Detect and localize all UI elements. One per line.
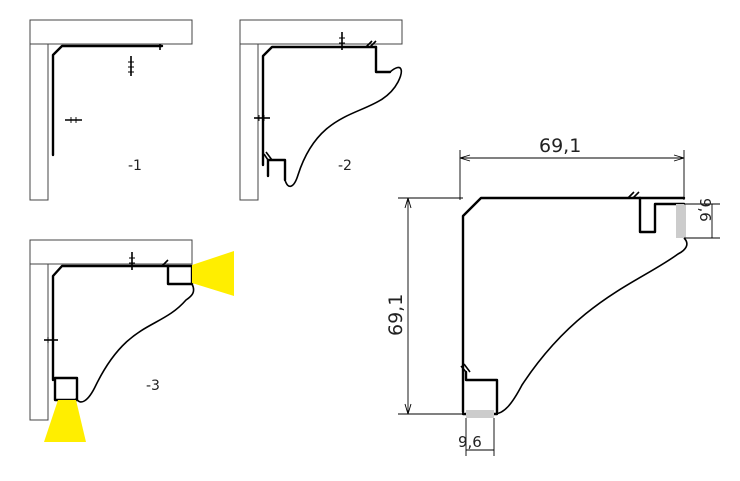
step-3-label: -3 bbox=[146, 378, 160, 394]
screw-icon bbox=[128, 56, 134, 76]
diffuser-top bbox=[676, 204, 686, 238]
brick-wall-corner bbox=[239, 19, 403, 201]
profile-with-cover bbox=[51, 259, 195, 403]
brick-wall-corner bbox=[29, 19, 193, 201]
step-2-label: -2 bbox=[338, 158, 352, 174]
profile-cross-section bbox=[460, 191, 688, 418]
height-dimension: 69,1 bbox=[385, 197, 463, 415]
height-dimension-label: 69,1 bbox=[385, 294, 407, 336]
diffuser-bottom bbox=[466, 410, 494, 418]
screw-icon bbox=[65, 117, 82, 123]
channel-width-label: 9,6 bbox=[458, 433, 482, 451]
step-2-view: -2 bbox=[239, 19, 403, 201]
screw-icon bbox=[129, 252, 135, 270]
channel-height-label: 9,6 bbox=[696, 198, 714, 222]
step-3-view: -3 bbox=[29, 239, 234, 442]
channel-width-dimension: 9,6 bbox=[458, 418, 495, 456]
step-1-view: -1 bbox=[29, 19, 193, 201]
light-beam-bottom bbox=[44, 400, 86, 442]
profile-with-cover bbox=[261, 40, 403, 188]
mounting-bracket bbox=[51, 44, 164, 157]
step-1-label: -1 bbox=[128, 158, 142, 174]
dimensioned-profile: 69,1 69,1 9,6 9,6 bbox=[385, 135, 720, 456]
light-beam-top bbox=[192, 251, 234, 296]
width-dimension: 69,1 bbox=[459, 135, 685, 200]
screw-icon bbox=[254, 115, 270, 121]
screw-icon bbox=[44, 337, 58, 343]
channel-height-dimension: 9,6 bbox=[684, 198, 720, 239]
width-dimension-label: 69,1 bbox=[539, 135, 581, 157]
screw-icon bbox=[339, 32, 345, 50]
